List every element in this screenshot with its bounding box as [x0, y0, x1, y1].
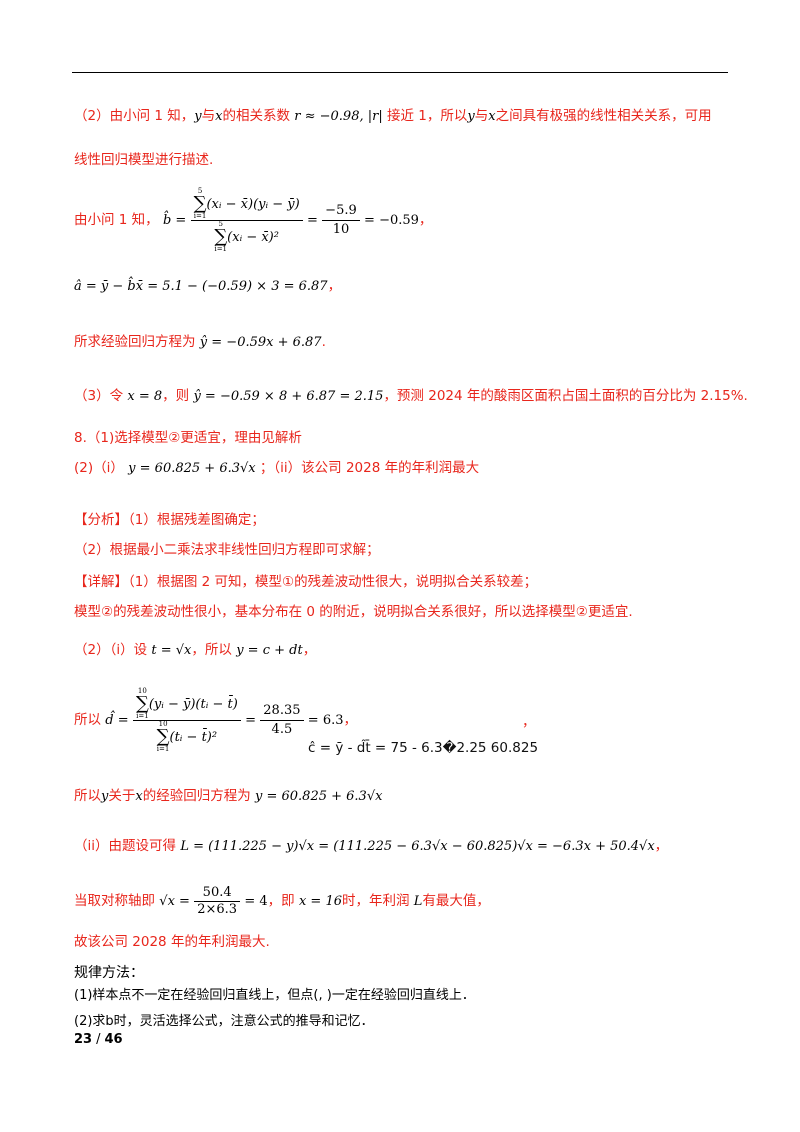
text: 所以	[74, 788, 101, 804]
separator: /	[96, 1032, 101, 1047]
q8-answer2: (2)（i） y = 60.825 + 6.3√x ；（ii）该公司 2028 …	[74, 458, 728, 479]
text: 之间具有极强的线性相关关系，可用	[495, 108, 712, 124]
regression-eq-2: 所以y关于x的经验回归方程为 y = 60.825 + 6.3√x	[74, 788, 383, 804]
math: L	[413, 894, 423, 909]
math: (tᵢ − t̄)²	[169, 729, 218, 745]
math: (xᵢ − x̄)²	[227, 229, 279, 245]
text: (2)（i）	[74, 460, 124, 476]
comma: ，	[522, 714, 536, 730]
math: b̂ =	[162, 213, 187, 228]
b-hat-formula: 由小问 1 知， b̂ = 5∑i=1(xᵢ − x̄)(yᵢ − ȳ) 5∑i…	[74, 186, 433, 253]
text: 的经验回归方程为	[142, 788, 251, 804]
text: ，预测 2024 年的酸雨区面积占国土面积的百分比为 2.15%.	[383, 388, 748, 404]
math: 50.4	[194, 885, 241, 902]
math: t = √x	[151, 643, 192, 658]
text: ，即	[267, 893, 295, 909]
text: （ii）由题设可得	[74, 838, 177, 854]
text: （1）根据图 2 可知，模型①的残差波动性很大，说明拟合关系较差；	[128, 574, 538, 590]
analysis-tag: 【分析】	[74, 512, 128, 528]
math: ŷ = −0.59x + 6.87	[199, 335, 322, 350]
math: ĉ = ȳ - d̂t̄ = 75 - 6.3�2.25 60.825	[308, 740, 539, 756]
math: = 4	[244, 894, 268, 909]
text: 与	[474, 108, 489, 124]
text: ，则	[162, 388, 190, 404]
text: （2）（i）设	[74, 642, 148, 658]
text: （1）根据残差图确定；	[128, 512, 265, 528]
detail-tag: 【详解】	[74, 574, 128, 590]
text: 有最大值，	[422, 893, 490, 909]
math: â = ȳ − b̂x̄ = 5.1 − (−0.59) × 3 = 6.87	[74, 279, 328, 294]
p2-line2: 线性回归模型进行描述.	[74, 152, 214, 168]
math: −5.9	[322, 202, 360, 221]
math: = 6.3	[307, 713, 344, 728]
text: 当取对称轴即	[74, 893, 155, 909]
q8-title: 8.（1)选择模型②更适宜，理由见解析	[74, 430, 302, 446]
text: ，所以	[191, 642, 232, 658]
math: x = 16	[298, 894, 342, 909]
p3-line: （3）令 x = 8，则 ŷ = −0.59 × 8 + 6.87 = 2.15…	[74, 386, 748, 407]
math: ŷ = −0.59 × 8 + 6.87 = 2.15	[193, 389, 384, 404]
text: 由小问 1 知，	[74, 212, 159, 228]
conclusion: 故该公司 2028 年的年利润最大.	[74, 934, 270, 950]
method-title: 规律方法：	[74, 965, 144, 981]
fenxi-1: 【分析】（1）根据残差图确定；	[74, 510, 728, 530]
math-r: r ≈ −0.98, |r|	[294, 109, 383, 124]
total-pages: 46	[104, 1032, 123, 1047]
text: 接近 1，所以	[387, 108, 468, 124]
text: （2）由小问 1 知，	[74, 108, 195, 124]
set-t-line: （2）（i）设 t = √x，所以 y = c + dt，	[74, 642, 317, 658]
method-item-2: (2)求b时，灵活选择公式，注意公式的推导和记忆．	[74, 1014, 374, 1029]
text: 的相关系数	[222, 108, 290, 124]
math: 2×6.3	[197, 901, 238, 917]
math: 10	[332, 221, 350, 237]
math: = −0.59	[364, 213, 419, 228]
math: y = 60.825 + 6.3√x	[255, 789, 383, 804]
math: 28.35	[260, 702, 304, 721]
text: 所以	[74, 712, 101, 728]
math: y = c + dt	[236, 643, 303, 658]
math: (xᵢ − x̄)(yᵢ − ȳ)	[206, 196, 300, 212]
profit-formula: （ii）由题设可得 L = (111.225 − y)√x = (111.225…	[74, 838, 669, 854]
math: (yᵢ − ȳ)(tᵢ − t̄)	[148, 696, 238, 712]
current-page: 23	[74, 1032, 93, 1047]
xiangjie-1: 【详解】（1）根据图 2 可知，模型①的残差波动性很大，说明拟合关系较差；	[74, 572, 728, 592]
text: 关于	[108, 788, 136, 804]
math: x = 8	[127, 389, 163, 404]
p2-line1: （2）由小问 1 知，y与x的相关系数 r ≈ −0.98, |r| 接近 1，…	[74, 108, 712, 124]
text: 所求经验回归方程为	[74, 334, 196, 350]
math: 4.5	[271, 721, 293, 737]
regression-eq-1: 所求经验回归方程为 ŷ = −0.59x + 6.87.	[74, 334, 326, 350]
header-rule	[72, 72, 728, 73]
a-hat-formula: â = ȳ − b̂x̄ = 5.1 − (−0.59) × 3 = 6.87，	[74, 278, 342, 294]
method-item-1: (1)样本点不一定在经验回归直线上，但点(, )一定在经验回归直线上．	[74, 988, 475, 1003]
page-number: 23/46	[74, 1032, 123, 1047]
c-hat-formula: ĉ = ȳ - d̂t̄ = 75 - 6.3�2.25 60.825	[308, 738, 728, 758]
text: 与	[201, 108, 216, 124]
text: 时，年利润	[342, 893, 410, 909]
d-hat-formula: 所以 d̂ = 10∑i=1(yᵢ − ȳ)(tᵢ − t̄) 10∑i=1(t…	[74, 686, 357, 753]
text: （3）令	[74, 388, 124, 404]
text: ；（ii）该公司 2028 年的年利润最大	[259, 460, 480, 476]
fenxi-2: （2）根据最小二乘法求非线性回归方程即可求解；	[74, 542, 380, 558]
math: L = (111.225 − y)√x = (111.225 − 6.3√x −…	[180, 839, 655, 854]
xiangjie-2: 模型②的残差波动性很小，基本分布在 0 的附近，说明拟合关系很好，所以选择模型②…	[74, 604, 633, 620]
math: y = 60.825 + 6.3√x	[128, 461, 256, 476]
